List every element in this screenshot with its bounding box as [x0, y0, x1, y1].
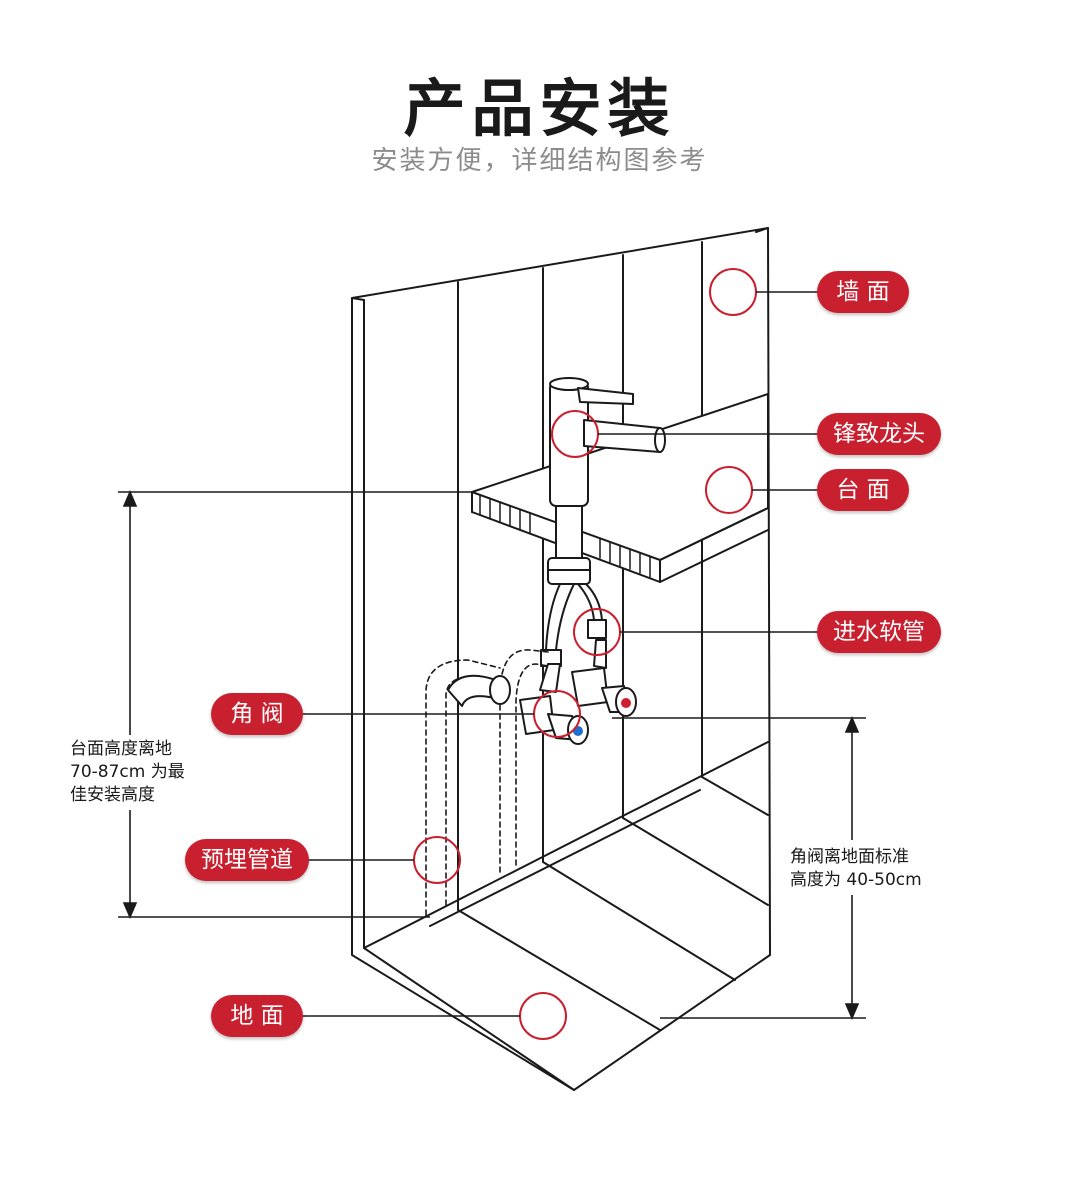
hose-label: 进水软管 — [817, 611, 941, 653]
angle-valve-label: 角 阀 — [211, 693, 303, 735]
pipe-label: 预埋管道 — [185, 839, 309, 881]
counter-label: 台 面 — [817, 469, 909, 511]
pipe-elbow — [447, 674, 511, 707]
valve-height-note: 角阀离地面标准 高度为 40-50cm — [790, 846, 922, 892]
valve-height-dimension — [612, 715, 866, 1021]
counter-height-note: 台面高度离地 70-87cm 为最 佳安装高度 — [70, 738, 185, 807]
faucet-drawing — [547, 377, 666, 585]
counter-height-dimension — [118, 489, 472, 920]
wall-label: 墙 面 — [817, 271, 909, 313]
page-title: 产品安装 — [403, 72, 676, 145]
floor-label: 地 面 — [211, 995, 303, 1037]
faucet-label: 锋致龙头 — [817, 413, 941, 455]
inlet-hoses — [540, 583, 607, 667]
hot-water-indicator — [621, 698, 631, 708]
page-subtitle: 安装方便，详细结构图参考 — [371, 146, 708, 176]
floor-tiles — [363, 776, 769, 1091]
